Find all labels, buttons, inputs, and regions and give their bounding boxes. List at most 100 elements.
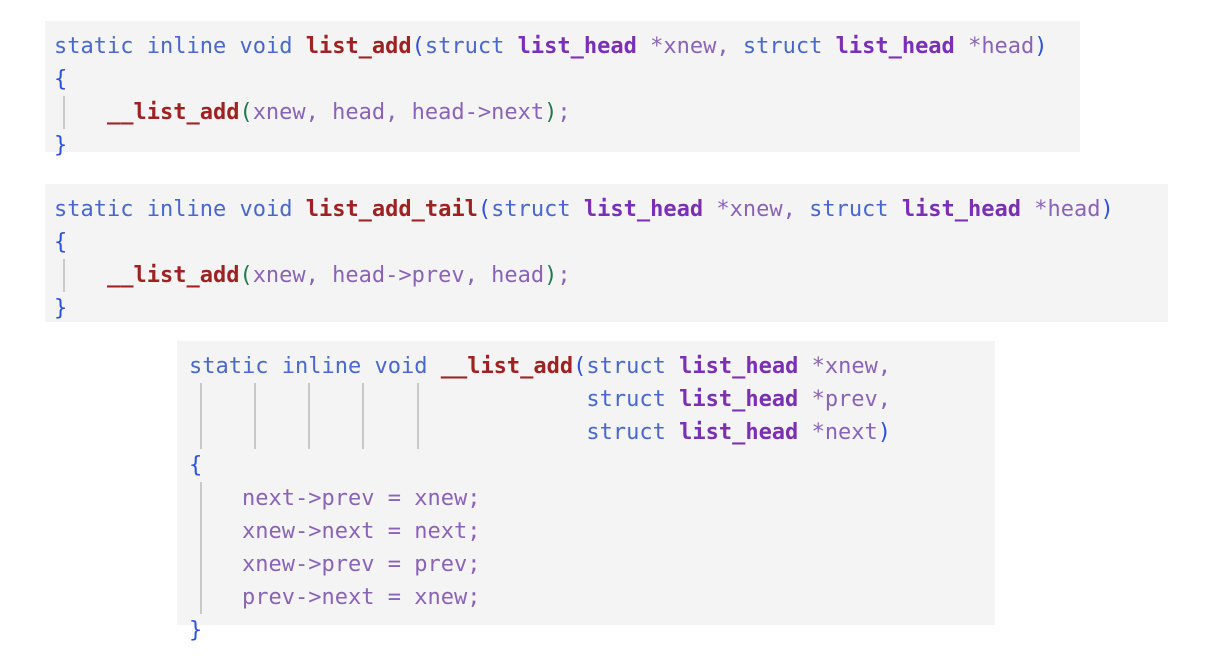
- code-line: next->prev = xnew;: [189, 482, 995, 515]
- code-token-op: ->: [294, 585, 322, 610]
- code-token-keyword: struct: [809, 197, 889, 222]
- code-token-plain: [666, 387, 679, 412]
- code-token-star: *: [811, 387, 825, 412]
- code-token-plain: [798, 387, 811, 412]
- code-token-plain: [401, 519, 414, 544]
- code-line: prev->next = xnew;: [189, 581, 995, 614]
- code-token-keyword: inline: [146, 197, 227, 222]
- indent-guide: [200, 515, 202, 548]
- code-token-keyword: struct: [742, 34, 823, 59]
- code-token-plain: [226, 197, 239, 222]
- code-line: xnew->next = next;: [189, 515, 995, 548]
- indent-guide: [362, 416, 364, 449]
- code-line: {: [189, 449, 995, 482]
- code-token-plain: [292, 34, 305, 59]
- code-token-plain: [571, 197, 584, 222]
- code-token-ident: prev: [241, 585, 295, 610]
- code-token-plain: [798, 420, 811, 445]
- code-token-paren-decl: ): [877, 420, 892, 445]
- code-line: {: [54, 63, 1080, 96]
- indent-guide: [200, 581, 202, 614]
- code-line: static inline void list_add_tail(struct …: [54, 193, 1168, 226]
- code-token-ident: next: [414, 519, 468, 544]
- indent-guide: [308, 416, 310, 449]
- code-token-plain: [319, 263, 332, 288]
- code-token-plain: [226, 34, 239, 59]
- code-token-keyword: static: [54, 197, 134, 222]
- code-token-op: =: [387, 486, 401, 511]
- code-token-plain: [189, 486, 242, 511]
- code-token-paren-call: (: [239, 100, 253, 125]
- code-token-star: *: [650, 34, 664, 59]
- code-token-keyword: static: [54, 34, 134, 59]
- code-token-plain: [54, 263, 107, 288]
- indent-guide: [200, 482, 202, 515]
- code-token-plain: [889, 197, 902, 222]
- code-line: __list_add(xnew, head->prev, head);: [54, 259, 1168, 292]
- indent-guide: [417, 416, 419, 449]
- code-token-paren-call: ): [544, 100, 558, 125]
- code-token-star: *: [968, 34, 982, 59]
- code-token-punct: ;: [467, 552, 481, 577]
- code-token-plain: [189, 552, 242, 577]
- code-token-plain: [189, 519, 242, 544]
- code-token-plain: [374, 519, 387, 544]
- code-token-plain: [822, 34, 835, 59]
- code-token-keyword: static: [189, 354, 269, 379]
- code-block-list-add[interactable]: static inline void list_add(struct list_…: [45, 21, 1080, 158]
- code-token-paren-decl: (: [477, 197, 492, 222]
- code-token-ident: xnew: [663, 34, 717, 59]
- code-token-paren-decl: ): [1034, 34, 1048, 59]
- code-token-func: __list_add: [440, 354, 574, 379]
- indent-guide: [362, 383, 364, 416]
- code-token-keyword: struct: [586, 387, 666, 412]
- code-token-keyword: void: [239, 34, 293, 59]
- code-line: __list_add(xnew, head, head->next);: [54, 96, 1080, 129]
- code-token-ident: next: [491, 100, 545, 125]
- code-token-brace: }: [54, 133, 68, 158]
- code-token-punct: ;: [467, 585, 481, 610]
- code-token-ident: prev: [321, 486, 375, 511]
- code-token-plain: [1021, 197, 1034, 222]
- code-token-punct: ;: [557, 263, 571, 288]
- code-token-punct: ;: [467, 486, 481, 511]
- code-token-ident: head: [491, 263, 545, 288]
- code-token-brace: {: [189, 453, 203, 478]
- code-token-punct: ,: [877, 387, 892, 412]
- code-line: xnew->prev = prev;: [189, 548, 995, 581]
- code-token-plain: [730, 34, 743, 59]
- code-line: }: [54, 292, 1168, 325]
- code-token-type: list_head: [679, 387, 799, 412]
- code-token-plain: [189, 387, 586, 412]
- code-token-type: list_head: [679, 354, 799, 379]
- code-token-keyword: struct: [586, 420, 666, 445]
- code-token-op: =: [387, 585, 401, 610]
- code-token-punct: ,: [877, 354, 892, 379]
- code-token-plain: [955, 34, 968, 59]
- code-line: struct list_head *next): [189, 416, 995, 449]
- code-token-plain: [268, 354, 281, 379]
- code-token-op: ->: [385, 263, 412, 288]
- code-line: }: [54, 129, 1080, 162]
- code-token-paren-decl: (: [573, 354, 587, 379]
- code-token-ident: xnew: [414, 486, 468, 511]
- code-token-ident: head: [411, 100, 465, 125]
- code-token-plain: [401, 585, 414, 610]
- code-line: }: [189, 614, 995, 647]
- code-token-plain: [374, 486, 387, 511]
- code-token-ident: next: [321, 519, 375, 544]
- code-token-plain: [133, 34, 146, 59]
- code-token-paren-decl: (: [411, 34, 425, 59]
- indent-guide: [254, 383, 256, 416]
- code-block-underscore-list-add[interactable]: static inline void __list_add(struct lis…: [177, 341, 995, 643]
- code-block-list-add-tail[interactable]: static inline void list_add_tail(struct …: [45, 184, 1168, 322]
- code-token-plain: [189, 585, 242, 610]
- code-token-func: list_add: [305, 34, 412, 59]
- code-token-star: *: [811, 420, 825, 445]
- code-token-ident: xnew: [729, 197, 783, 222]
- code-token-ident: xnew: [241, 519, 295, 544]
- code-token-brace: {: [54, 67, 68, 92]
- code-token-type: list_head: [517, 34, 637, 59]
- code-token-keyword: void: [374, 354, 428, 379]
